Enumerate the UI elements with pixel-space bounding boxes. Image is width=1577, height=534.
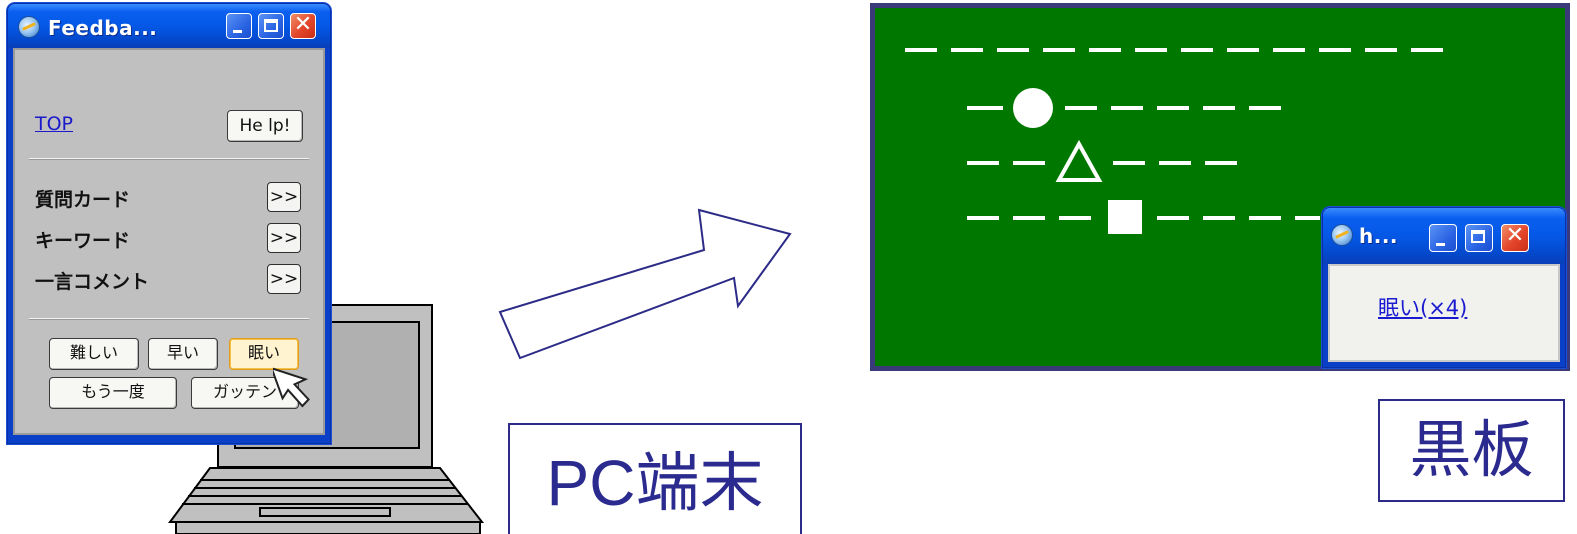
arrow-icon	[498, 208, 792, 360]
internet-explorer-icon	[18, 16, 40, 38]
square-symbol	[1108, 200, 1142, 234]
mouse-cursor-icon	[273, 366, 310, 408]
circle-symbol	[1013, 88, 1053, 128]
help-button[interactable]: He lp!	[227, 110, 303, 142]
question-card-label: 質問カード	[35, 189, 131, 211]
feedback-window: Feedba... ✕ TOP He lp! 質問カード >> キーワード >>…	[7, 3, 331, 444]
sleepy-button[interactable]: 眠い	[229, 338, 299, 370]
question-card-button[interactable]: >>	[267, 182, 301, 212]
top-link[interactable]: TOP	[35, 113, 74, 135]
pc-terminal-label-box: PC端末	[508, 423, 802, 534]
popup-panel: 眠い(×4)	[1328, 264, 1560, 362]
sleepy-popup-window: h... ✕ 眠い(×4)	[1322, 207, 1566, 368]
once-more-button[interactable]: もう一度	[49, 377, 177, 409]
feedback-window-title: Feedba...	[48, 16, 158, 40]
difficult-button[interactable]: 難しい	[49, 338, 139, 370]
keyword-button[interactable]: >>	[267, 223, 301, 253]
minimize-button[interactable]	[226, 13, 252, 39]
close-button[interactable]: ✕	[290, 12, 316, 39]
popup-minimize-button[interactable]	[1429, 224, 1457, 252]
popup-close-button[interactable]: ✕	[1501, 223, 1529, 252]
blackboard-label: 黒板	[1409, 416, 1534, 485]
popup-window-title: h...	[1359, 224, 1399, 248]
separator-top	[29, 158, 309, 160]
popup-maximize-button[interactable]	[1465, 224, 1493, 252]
feedback-panel: TOP He lp! 質問カード >> キーワード >> 一言コメント >> 難…	[13, 48, 325, 435]
comment-button[interactable]: >>	[267, 264, 301, 294]
internet-explorer-icon	[1331, 224, 1353, 246]
triangle-symbol	[1055, 139, 1103, 182]
blackboard-writing	[905, 48, 1443, 234]
sleepy-count-link[interactable]: 眠い(×4)	[1378, 296, 1468, 320]
feedback-titlebar[interactable]: Feedba... ✕	[8, 4, 330, 48]
keyword-label: キーワード	[35, 230, 131, 252]
blackboard-label-box: 黒板	[1378, 399, 1565, 502]
maximize-button[interactable]	[258, 13, 284, 39]
comment-label: 一言コメント	[35, 271, 150, 293]
popup-titlebar[interactable]: h... ✕	[1323, 208, 1565, 264]
pc-terminal-label: PC端末	[546, 447, 764, 519]
fast-button[interactable]: 早い	[148, 338, 218, 370]
separator-bottom	[29, 318, 309, 320]
